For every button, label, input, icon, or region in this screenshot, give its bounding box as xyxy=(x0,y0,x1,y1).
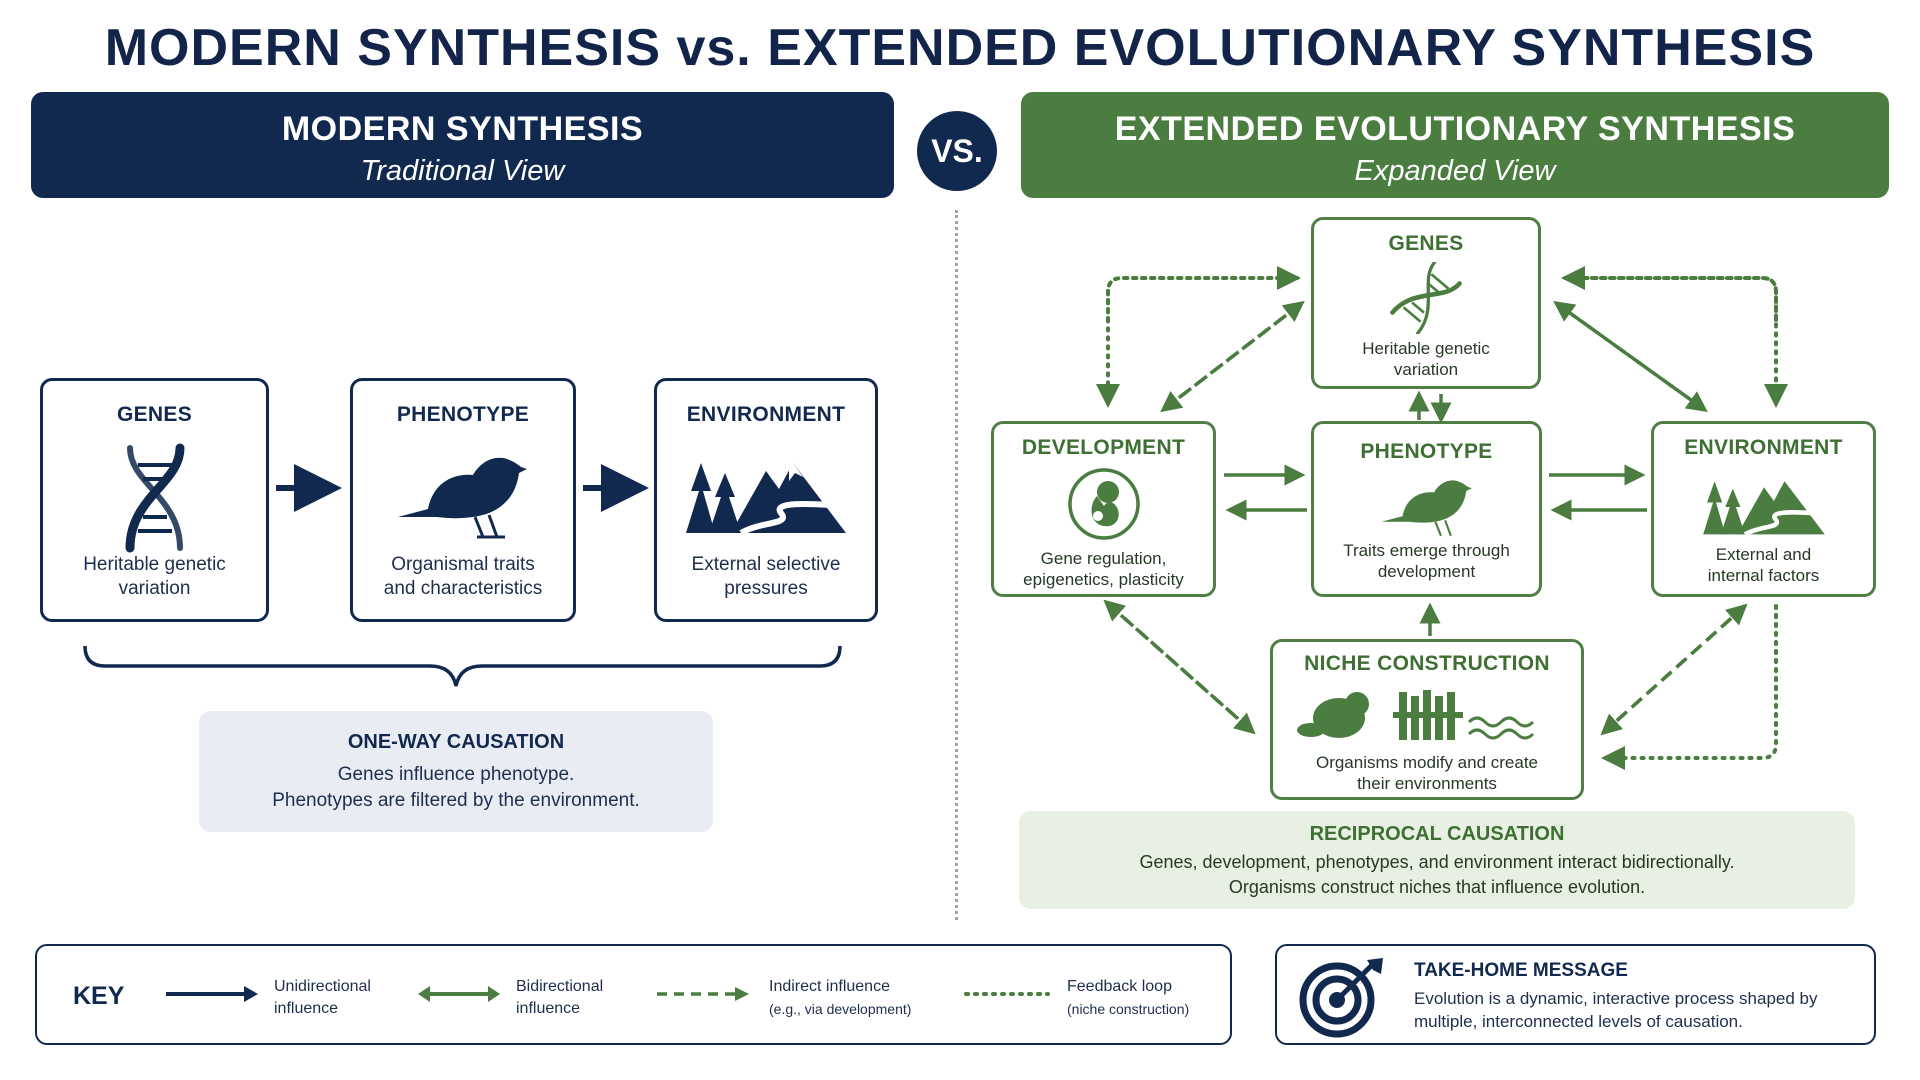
ees-environment-desc-line2: internal factors xyxy=(1707,566,1820,585)
reciprocal-causation-panel: RECIPROCAL CAUSATION Genes, development,… xyxy=(1019,811,1855,909)
extended-synthesis-banner: EXTENDED EVOLUTIONARY SYNTHESIS Expanded… xyxy=(1021,92,1889,198)
key-bidirectional-line1: Bidirectional xyxy=(516,978,604,995)
take-home-title: TAKE-HOME MESSAGE xyxy=(1414,960,1628,981)
ms-genes-desc-line2: variation xyxy=(118,578,191,599)
dotted-line-icon xyxy=(964,992,1050,996)
ees-phenotype-desc-line1: Traits emerge through xyxy=(1343,541,1510,560)
ees-development-box: DEVELOPMENT Gene regulation, epigenetics… xyxy=(991,421,1216,597)
take-home-line1: Evolution is a dynamic, interactive proc… xyxy=(1414,989,1818,1008)
extended-synthesis-subheading: Expanded View xyxy=(1354,155,1556,187)
vs-badge: VS. xyxy=(917,111,997,191)
ms-environment-box: ENVIRONMENT External selective pressures xyxy=(654,378,878,622)
key-indirect-line2: (e.g., via development) xyxy=(769,1001,912,1017)
key-label-unidirectional: Unidirectional influence xyxy=(274,976,371,1020)
key-label-feedback: Feedback loop (niche construction) xyxy=(1067,976,1189,1020)
key-label-bidirectional: Bidirectional influence xyxy=(516,976,603,1020)
dashed-development-niche xyxy=(1103,599,1256,735)
ms-environment-desc: External selective pressures xyxy=(657,553,875,601)
ms-genes-desc-line1: Heritable genetic xyxy=(83,554,226,575)
ees-niche-construction-box: NICHE CONSTRUCTION Organisms modify and … xyxy=(1270,639,1584,800)
reciprocal-causation-title: RECIPROCAL CAUSATION xyxy=(1309,823,1565,845)
ees-environment-desc-line1: External and xyxy=(1715,545,1812,564)
modern-synthesis-subheading: Traditional View xyxy=(360,155,565,187)
ees-genes-title: GENES xyxy=(1388,232,1464,255)
ms-phenotype-title: PHENOTYPE xyxy=(396,403,530,426)
ees-environment-box: ENVIRONMENT External and internal factor… xyxy=(1651,421,1876,597)
dashed-environment-niche xyxy=(1600,603,1748,736)
extended-synthesis-heading: EXTENDED EVOLUTIONARY SYNTHESIS xyxy=(1114,110,1796,148)
embryo-icon xyxy=(1067,468,1140,540)
dashed-genes-development xyxy=(1160,300,1305,413)
dna-icon xyxy=(1390,262,1462,334)
reciprocal-line2: Organisms construct niches that influenc… xyxy=(1228,877,1646,897)
modern-synthesis-banner: MODERN SYNTHESIS Traditional View xyxy=(31,92,894,198)
ms-environment-title: ENVIRONMENT xyxy=(686,403,846,426)
bird-icon xyxy=(398,457,527,539)
ees-niche-title: NICHE CONSTRUCTION xyxy=(1304,652,1550,675)
ees-development-title: DEVELOPMENT xyxy=(1021,436,1186,459)
ms-phenotype-desc-line2: and characteristics xyxy=(383,578,543,599)
ms-genes-desc: Heritable genetic variation xyxy=(43,553,266,601)
key-legend: KEY Unidirectional influence Bidirection… xyxy=(35,944,1232,1045)
ees-environment-desc: External and internal factors xyxy=(1654,544,1873,586)
ees-development-desc-line1: Gene regulation, xyxy=(1040,549,1167,568)
key-indirect-line1: Indirect influence xyxy=(769,978,890,995)
ees-niche-desc: Organisms modify and create their enviro… xyxy=(1273,752,1581,794)
ees-phenotype-box: PHENOTYPE Traits emerge through developm… xyxy=(1311,421,1542,597)
ees-phenotype-desc-line2: development xyxy=(1377,562,1476,581)
mountains-icon xyxy=(1702,481,1825,537)
ees-genes-desc-line1: Heritable genetic xyxy=(1362,339,1490,358)
key-feedback-line1: Feedback loop xyxy=(1067,978,1172,995)
one-way-line1: Genes influence phenotype. xyxy=(337,764,575,785)
ms-environment-desc-line2: pressures xyxy=(724,578,808,599)
ms-phenotype-desc-line1: Organismal traits xyxy=(391,554,535,575)
ees-phenotype-desc: Traits emerge through development xyxy=(1314,540,1539,582)
one-way-causation-text: Genes influence phenotype. Phenotypes ar… xyxy=(199,762,713,814)
dashed-arrow-icon xyxy=(657,987,749,1001)
ms-phenotype-box: PHENOTYPE Organismal traits and characte… xyxy=(350,378,576,622)
reciprocal-line1: Genes, development, phenotypes, and envi… xyxy=(1139,852,1735,872)
ees-genes-box: GENES Heritable genetic variation xyxy=(1311,217,1541,389)
ms-environment-desc-line1: External selective xyxy=(691,554,841,575)
ees-phenotype-title: PHENOTYPE xyxy=(1360,440,1493,463)
reciprocal-causation-text: Genes, development, phenotypes, and envi… xyxy=(1019,850,1855,900)
mountains-icon xyxy=(686,463,846,536)
center-divider xyxy=(955,210,958,920)
one-way-line2: Phenotypes are filtered by the environme… xyxy=(272,790,640,811)
ees-environment-title: ENVIRONMENT xyxy=(1684,436,1843,459)
ees-development-desc: Gene regulation, epigenetics, plasticity xyxy=(994,548,1213,590)
dna-icon xyxy=(125,443,184,553)
key-bidirectional-line2: influence xyxy=(516,1000,581,1017)
ees-genes-desc: Heritable genetic variation xyxy=(1314,338,1538,380)
take-home-text: Evolution is a dynamic, interactive proc… xyxy=(1414,987,1854,1033)
ms-genes-box: GENES Heritable genetic variation xyxy=(40,378,269,622)
key-feedback-line2: (niche construction) xyxy=(1067,1001,1190,1017)
take-home-message-box: TAKE-HOME MESSAGE Evolution is a dynamic… xyxy=(1275,944,1876,1045)
key-unidirectional-line1: Unidirectional xyxy=(274,978,371,995)
take-home-line2: multiple, interconnected levels of causa… xyxy=(1414,1012,1743,1031)
ees-genes-desc-line2: variation xyxy=(1393,360,1459,379)
ms-phenotype-desc: Organismal traits and characteristics xyxy=(353,553,573,601)
modern-synthesis-heading: MODERN SYNTHESIS xyxy=(281,110,644,148)
one-way-causation-panel: ONE-WAY CAUSATION Genes influence phenot… xyxy=(199,711,713,832)
dashed-genes-environment xyxy=(1553,300,1708,413)
key-title: KEY xyxy=(73,982,125,1010)
key-unidirectional-line2: influence xyxy=(274,1000,339,1017)
one-way-causation-title: ONE-WAY CAUSATION xyxy=(347,731,565,753)
ms-genes-title: GENES xyxy=(116,403,193,426)
ees-niche-desc-line2: their environments xyxy=(1357,774,1497,793)
target-icon xyxy=(1299,958,1383,1038)
key-label-indirect: Indirect influence (e.g., via developmen… xyxy=(769,976,911,1020)
solid-arrow-icon xyxy=(166,986,258,1002)
double-arrow-icon xyxy=(418,986,500,1002)
page-title: MODERN SYNTHESIS vs. EXTENDED EVOLUTIONA… xyxy=(104,19,1816,77)
dotted-feedback-loops xyxy=(1096,266,1788,770)
one-way-brace xyxy=(83,645,842,687)
bird-icon xyxy=(1381,480,1472,537)
beaver-dam-icon xyxy=(1297,690,1535,740)
ees-development-desc-line2: epigenetics, plasticity xyxy=(1023,570,1184,589)
ees-niche-desc-line1: Organisms modify and create xyxy=(1315,753,1539,772)
